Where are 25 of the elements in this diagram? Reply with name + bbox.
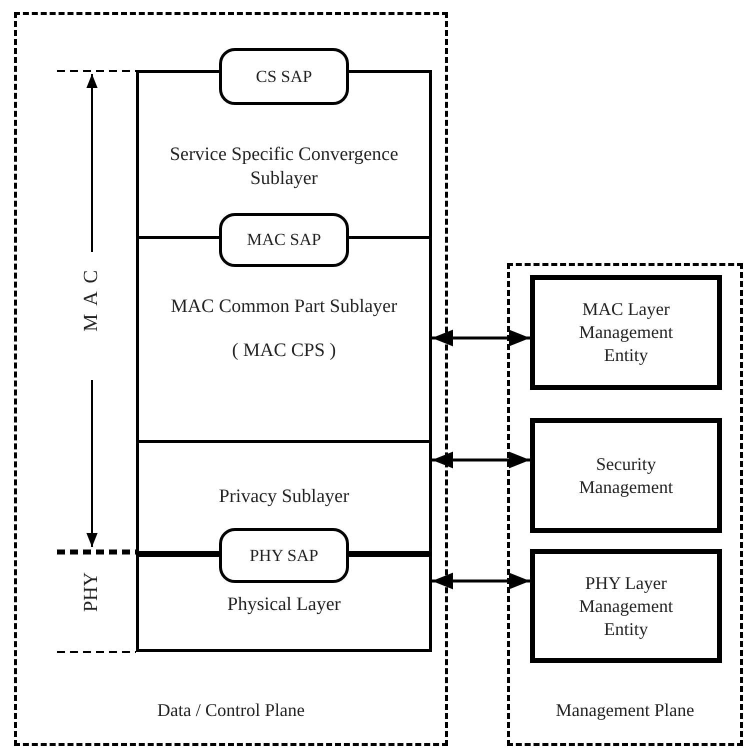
dashed-plane-region <box>14 12 448 746</box>
layer-label: MAC Common Part Sublayer <box>170 295 398 319</box>
layer-label: Privacy Sublayer <box>218 485 350 509</box>
dashed-plane-region <box>507 263 743 746</box>
entity-label: MAC Layer Management Entity <box>578 298 674 367</box>
plane-title: Data / Control Plane <box>157 700 305 720</box>
layer-label: Service Specific Convergence Sublayer <box>168 143 400 191</box>
layer-box <box>136 551 432 652</box>
entity-label: PHY Layer Management Entity <box>578 572 674 640</box>
sap-pill <box>219 48 349 105</box>
sap-label: PHY SAP <box>250 546 318 566</box>
management-entity-box <box>530 549 722 663</box>
layer-label: ( MAC CPS ) <box>232 339 336 363</box>
sap-pill <box>219 528 349 583</box>
entity-label: Security Management <box>578 452 674 498</box>
management-entity-box <box>530 418 722 533</box>
arrow <box>432 452 530 468</box>
arrow <box>432 330 530 346</box>
arrow <box>432 572 530 590</box>
plane-title: Management Plane <box>556 700 694 720</box>
management-entity-box <box>530 275 722 390</box>
sap-label: CS SAP <box>256 66 312 86</box>
sap-label: MAC SAP <box>246 230 322 250</box>
sap-pill <box>219 213 349 267</box>
layer-label: Physical Layer <box>227 593 341 617</box>
